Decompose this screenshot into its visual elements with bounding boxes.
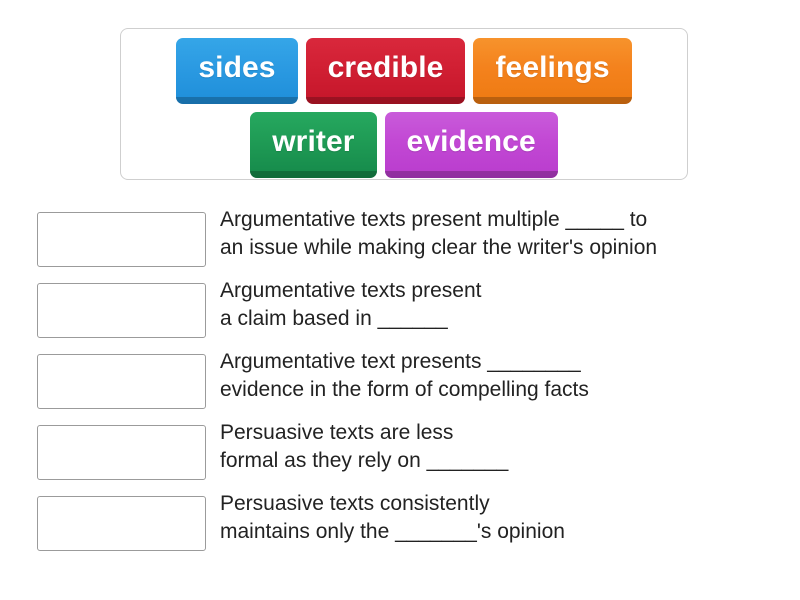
question-text-5: Persuasive texts consistently maintains … [220,492,565,543]
question-list: Argumentative texts present multiple ___… [0,206,800,561]
answer-drop-zone-5[interactable] [37,496,206,551]
word-bank-row-2: writer evidence [121,112,687,178]
answer-drop-zone-2[interactable] [37,283,206,338]
question-row: Argumentative texts present a claim base… [0,277,800,348]
question-text-4: Persuasive texts are less formal as they… [220,421,509,472]
question-text-3: Argumentative text presents ________ evi… [220,350,589,401]
question-text-1: Argumentative texts present multiple ___… [220,208,658,259]
question-row: Argumentative text presents ________ evi… [0,348,800,419]
answer-drop-zone-3[interactable] [37,354,206,409]
word-tile-credible[interactable]: credible [305,38,466,104]
word-tile-evidence[interactable]: evidence [384,112,558,178]
word-bank-panel: sides credible feelings writer evidence [120,28,688,180]
word-tile-writer[interactable]: writer [250,112,377,178]
word-tile-feelings[interactable]: feelings [473,38,632,104]
question-row: Argumentative texts present multiple ___… [0,206,800,277]
answer-drop-zone-1[interactable] [37,212,206,267]
answer-drop-zone-4[interactable] [37,425,206,480]
question-row: Persuasive texts consistently maintains … [0,490,800,561]
word-tile-sides[interactable]: sides [176,38,298,104]
word-bank-row-1: sides credible feelings [121,38,687,104]
question-text-2: Argumentative texts present a claim base… [220,279,482,330]
question-row: Persuasive texts are less formal as they… [0,419,800,490]
